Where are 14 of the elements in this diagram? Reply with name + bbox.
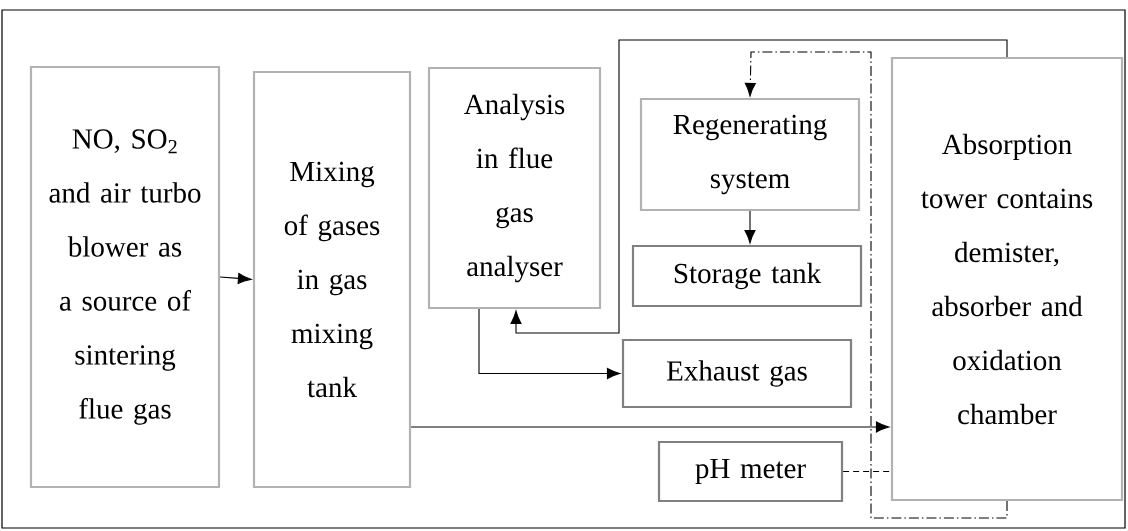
process-box: NO, SO$_{2}$ and air turbo blower as a source of sintering flue gas (29, 65, 221, 489)
process-box: pH meter (657, 440, 844, 503)
process-box: Absorption tower contains demister, absorber and oxidation chamber (890, 56, 1124, 502)
arrow (478, 308, 621, 380)
process-box: Mixing of gases in gas mixing tank (252, 70, 412, 489)
process-box: Regenerating system (639, 97, 861, 212)
arrow (744, 210, 756, 244)
process-box: Analysis in flue gas analyser (427, 66, 602, 310)
process-box: Storage tank (631, 244, 863, 308)
process-box: Exhaust gas (621, 338, 853, 409)
arrow (219, 272, 252, 284)
arrow (510, 39, 1008, 334)
arrow (410, 421, 890, 433)
arrow (744, 51, 1008, 519)
